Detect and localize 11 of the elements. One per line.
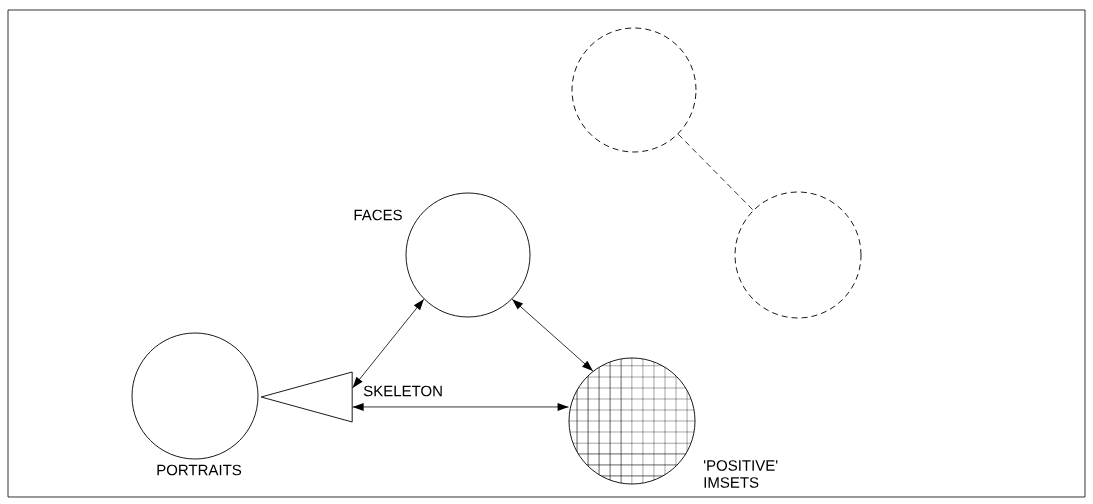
double-arrow — [352, 298, 425, 389]
dashed-line — [677, 133, 754, 211]
double-arrow — [352, 402, 569, 411]
double-arrow — [511, 298, 594, 372]
node-label: SKELETON — [363, 385, 442, 397]
node-label: 'POSITIVE' IMSETS — [703, 460, 778, 488]
node-label: PORTRAITS — [157, 464, 242, 476]
dashed-circle — [734, 191, 862, 319]
dashed-circle — [571, 27, 697, 153]
node-label: FACES — [354, 209, 402, 221]
triangle: SKELETON — [260, 371, 442, 423]
